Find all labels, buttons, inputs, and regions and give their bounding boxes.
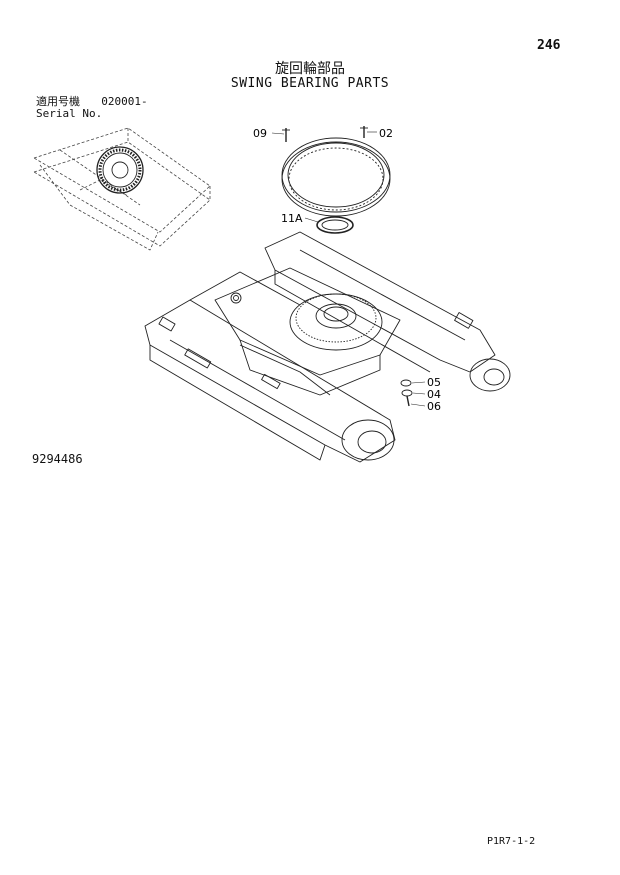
serial-value: 020001- bbox=[101, 95, 148, 108]
footer-code: P1R7-1-2 bbox=[487, 836, 536, 847]
callout-06: 06 bbox=[427, 400, 441, 413]
drawing-number: 9294486 bbox=[32, 452, 83, 466]
callout-09: 09 bbox=[253, 127, 267, 140]
serial-label-japanese: 適用号機 bbox=[36, 95, 80, 108]
shim-washer-05-04-06 bbox=[400, 379, 426, 407]
page-title-english: SWING BEARING PARTS bbox=[230, 76, 390, 91]
callout-11A: 11A bbox=[281, 212, 303, 225]
serial-label-english: Serial No. bbox=[36, 107, 103, 120]
frame-swing-mount bbox=[289, 293, 383, 351]
callout-02: 02 bbox=[379, 127, 393, 140]
serial-block: 適用号機 020001- Serial No. bbox=[36, 96, 148, 120]
callout-04: 04 bbox=[427, 388, 441, 401]
bolt-09 bbox=[271, 128, 290, 142]
thumbnail-undercarriage bbox=[33, 127, 211, 251]
page-title-japanese: 旋回輪部品 bbox=[275, 61, 345, 77]
bolt-02 bbox=[360, 126, 377, 138]
undercarriage-frame bbox=[144, 231, 511, 463]
callout-05: 05 bbox=[427, 376, 441, 389]
swing-bearing-ring bbox=[281, 137, 391, 217]
thumbnail-swing-gear bbox=[96, 146, 144, 194]
seal-11A bbox=[304, 216, 354, 234]
page-number: 246 bbox=[537, 38, 561, 53]
